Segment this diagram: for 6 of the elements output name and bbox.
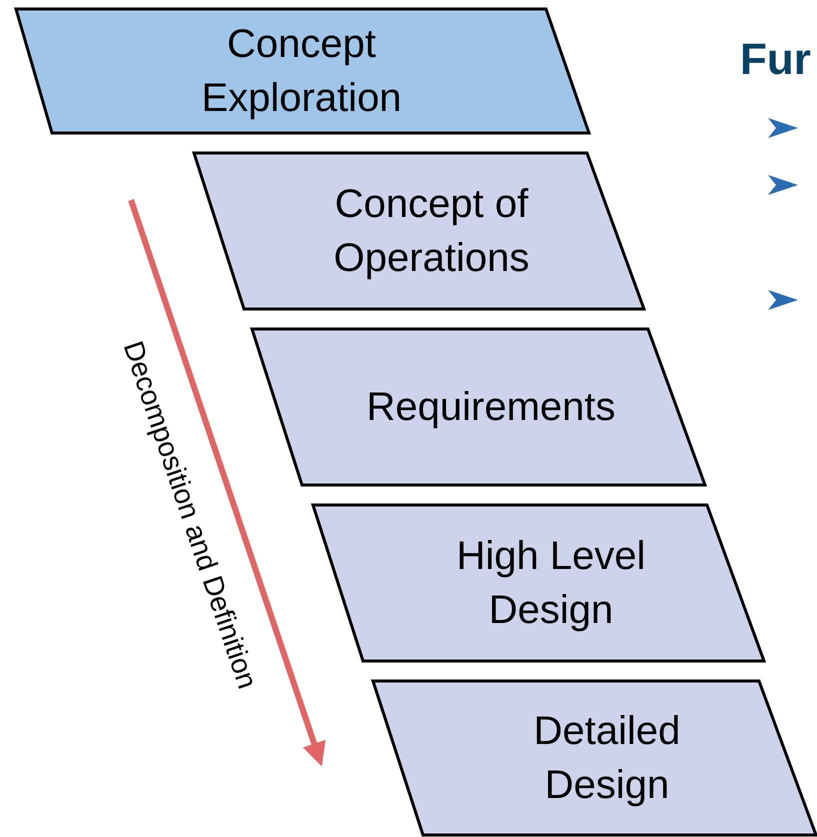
stage-label: High Level Design [455, 533, 646, 634]
stage-label: Concept Exploration [200, 21, 403, 122]
stage-label: Detailed Design [532, 708, 682, 809]
stage-label: Concept of Operations [332, 181, 530, 282]
heading: Fur [740, 36, 811, 84]
stage-label: Requirements [365, 384, 616, 431]
